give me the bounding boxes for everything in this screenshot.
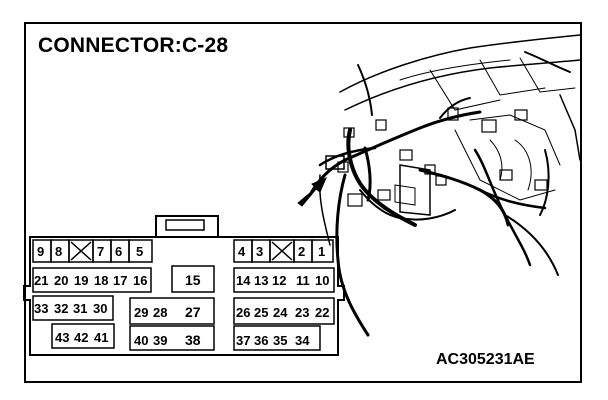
figure-code: AC305231AE xyxy=(436,351,535,368)
latch-window xyxy=(165,219,205,231)
connector-outline xyxy=(23,236,345,356)
pin-label: 10 xyxy=(315,273,329,288)
pin-label: 18 xyxy=(94,273,108,288)
pin-label: 38 xyxy=(185,332,201,348)
pin-label: 13 xyxy=(254,273,268,288)
pin-label: 20 xyxy=(54,273,68,288)
pin-label: 31 xyxy=(73,301,87,316)
pin-label: 17 xyxy=(113,273,127,288)
pin-label: 32 xyxy=(54,301,68,316)
pin-label: 23 xyxy=(295,305,309,320)
pin-labels: 9 8 7 6 5 4 3 2 1 21 20 19 18 17 16 15 1… xyxy=(34,244,329,348)
pin-label: 33 xyxy=(34,301,48,316)
pin-label: 22 xyxy=(315,305,329,320)
pin-label: 14 xyxy=(236,273,251,288)
connector-face xyxy=(23,215,345,356)
pin-label: 4 xyxy=(238,244,246,259)
pin-label: 29 xyxy=(134,305,148,320)
pin-label: 3 xyxy=(256,244,263,259)
pin-label: 35 xyxy=(273,333,287,348)
pin-label: 25 xyxy=(254,305,268,320)
pin-label: 26 xyxy=(236,305,250,320)
pin-label: 30 xyxy=(93,301,107,316)
pin-label: 27 xyxy=(185,304,201,320)
connector-title: CONNECTOR:C-28 xyxy=(38,34,229,57)
pin-label: 24 xyxy=(273,305,288,320)
pin-label: 9 xyxy=(37,244,44,259)
pin-label: 21 xyxy=(34,273,48,288)
pin-label: 19 xyxy=(74,273,88,288)
pointer-arrow-icon xyxy=(297,177,327,207)
pin-label: 28 xyxy=(153,305,167,320)
pin-label: 37 xyxy=(236,333,250,348)
pin-label: 6 xyxy=(115,244,122,259)
pin-label: 12 xyxy=(272,273,286,288)
pin-label: 39 xyxy=(153,333,167,348)
pin-label: 11 xyxy=(296,273,310,288)
pin-label: 16 xyxy=(133,273,147,288)
pin-label: 41 xyxy=(94,330,108,345)
pin-label: 42 xyxy=(74,330,88,345)
pin-label: 15 xyxy=(185,272,201,288)
pin-label: 40 xyxy=(134,333,148,348)
pin-label: 7 xyxy=(97,244,104,259)
dashboard-illustration xyxy=(308,34,581,337)
pin-label: 36 xyxy=(254,333,268,348)
pin-label: 2 xyxy=(298,244,305,259)
pin-label: 8 xyxy=(55,244,62,259)
pin-label: 5 xyxy=(136,244,143,259)
pin-label: 34 xyxy=(295,333,310,348)
pin-grid xyxy=(32,239,335,351)
pin-label: 43 xyxy=(55,330,69,345)
pin-label: 1 xyxy=(318,244,325,259)
